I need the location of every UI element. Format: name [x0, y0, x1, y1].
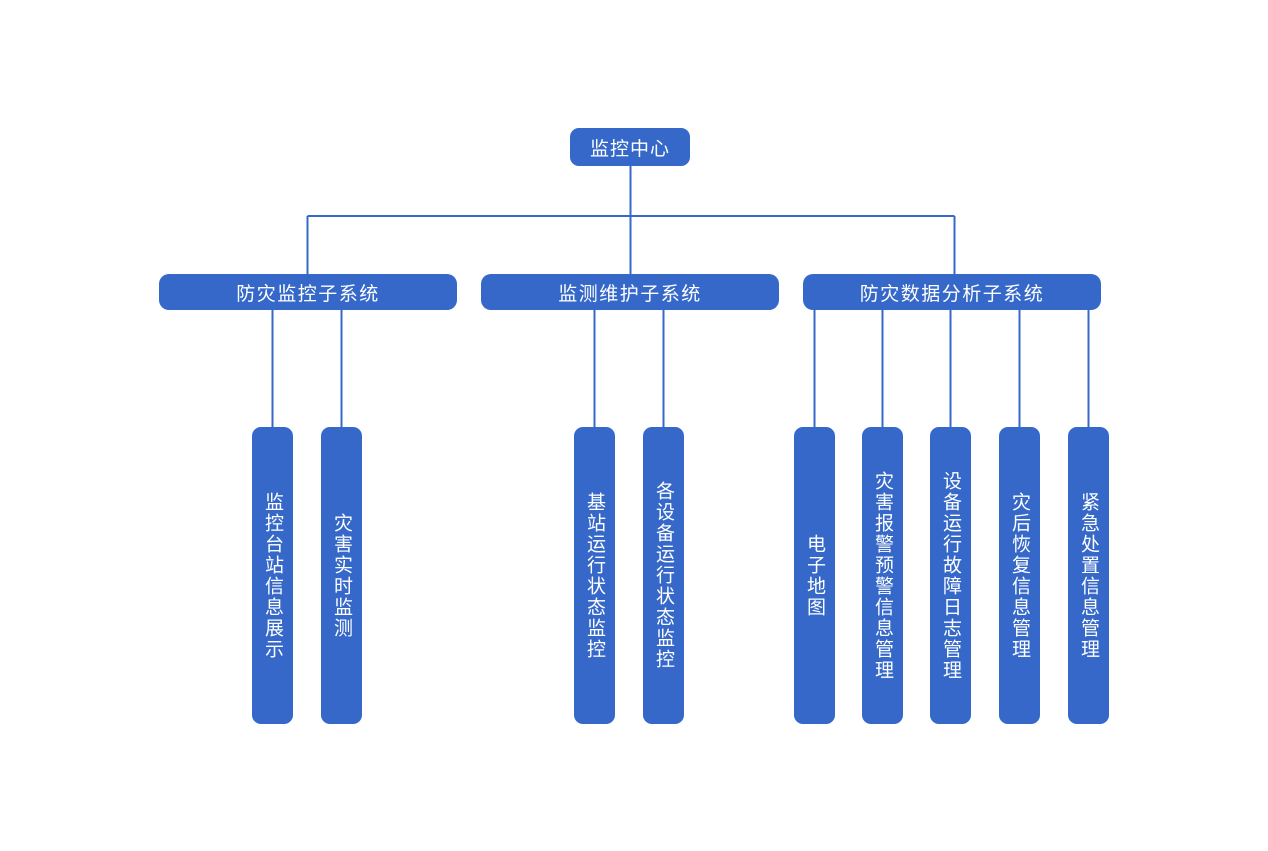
node-leaf-label: 灾害报警预警信息管理 [872, 470, 894, 681]
node-leaf-device-fault-log[interactable]: 设备运行故障日志管理 [930, 427, 971, 724]
node-subsystem-label: 防灾数据分析子系统 [859, 282, 1045, 305]
node-root-label: 监控中心 [589, 137, 670, 160]
node-leaf-label: 监控台站信息展示 [262, 491, 284, 660]
node-leaf-electronic-map[interactable]: 电子地图 [794, 427, 835, 724]
node-subsystem-label: 防灾监控子系统 [236, 282, 380, 305]
node-leaf-label: 灾后恢复信息管理 [1009, 491, 1031, 660]
node-leaf-label: 电子地图 [804, 533, 826, 618]
node-subsystem-label: 监测维护子系统 [558, 282, 702, 305]
node-leaf-emergency-response[interactable]: 紧急处置信息管理 [1068, 427, 1109, 724]
node-leaf-label: 设备运行故障日志管理 [940, 470, 962, 681]
node-leaf-base-station-status[interactable]: 基站运行状态监控 [574, 427, 615, 724]
node-leaf-label: 各设备运行状态监控 [653, 481, 675, 670]
node-subsystem-data-analysis[interactable]: 防灾数据分析子系统 [803, 274, 1101, 310]
node-leaf-station-info-display[interactable]: 监控台站信息展示 [252, 427, 293, 724]
node-subsystem-disaster-monitoring[interactable]: 防灾监控子系统 [159, 274, 457, 310]
node-root[interactable]: 监控中心 [570, 128, 690, 166]
node-leaf-label: 紧急处置信息管理 [1078, 491, 1100, 660]
node-leaf-label: 灾害实时监测 [331, 512, 353, 639]
node-leaf-label: 基站运行状态监控 [584, 491, 606, 660]
node-leaf-realtime-disaster-monitoring[interactable]: 灾害实时监测 [321, 427, 362, 724]
node-leaf-device-status[interactable]: 各设备运行状态监控 [643, 427, 684, 724]
node-subsystem-monitoring-maintenance[interactable]: 监测维护子系统 [481, 274, 779, 310]
node-leaf-post-disaster-recovery[interactable]: 灾后恢复信息管理 [999, 427, 1040, 724]
node-leaf-disaster-alarm-info[interactable]: 灾害报警预警信息管理 [862, 427, 903, 724]
